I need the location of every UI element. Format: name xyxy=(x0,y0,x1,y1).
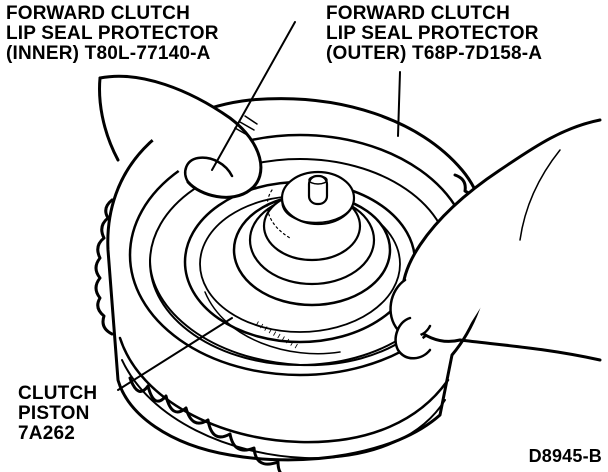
inner-label-line-2: LIP SEAL PROTECTOR xyxy=(6,23,219,44)
drum-lower-rim xyxy=(118,336,450,444)
leader-outer xyxy=(397,71,401,137)
leader-piston xyxy=(117,317,233,391)
clutch-piston-label: CLUTCH PISTON 7A262 xyxy=(18,384,97,444)
piston-label-line-3: 7A262 xyxy=(18,423,75,444)
drum-bottom-teeth xyxy=(128,376,282,472)
outer-label-line-3: (OUTER) T68P-7D158-A xyxy=(326,43,543,64)
protector-pin xyxy=(307,174,329,206)
right-hand xyxy=(389,118,602,362)
inner-label-line-1: FORWARD CLUTCH xyxy=(6,3,190,24)
outer-label-line-1: FORWARD CLUTCH xyxy=(326,3,510,24)
inner-protector-label: FORWARD CLUTCH LIP SEAL PROTECTOR (INNER… xyxy=(6,4,219,64)
inner-seal-protector xyxy=(232,170,392,307)
piston-label-line-2: PISTON xyxy=(18,403,90,424)
figure-id: D8945-B xyxy=(528,446,602,466)
left-hand xyxy=(98,74,263,199)
inner-label-line-3: (INNER) T80L-77140-A xyxy=(6,43,211,64)
piston-label-line-1: CLUTCH xyxy=(18,383,98,404)
leader-inner xyxy=(211,21,296,171)
drum-lower-rim-2 xyxy=(121,359,446,460)
outer-protector-label: FORWARD CLUTCH LIP SEAL PROTECTOR (OUTER… xyxy=(326,4,542,64)
drum-tooth-ring xyxy=(94,198,114,336)
outer-label-line-2: LIP SEAL PROTECTOR xyxy=(326,23,539,44)
